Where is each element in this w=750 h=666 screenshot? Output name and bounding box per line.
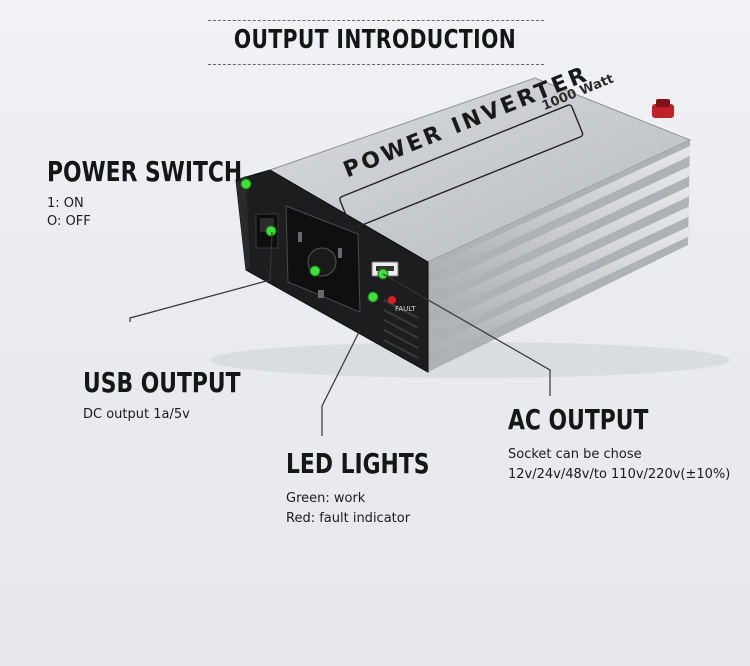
header-divider-bottom — [208, 64, 544, 65]
ac-socket — [285, 205, 361, 313]
usb-output-line-1: DC output 1a/5v — [83, 407, 190, 422]
fault-led — [388, 296, 396, 304]
usb-output-title: USB OUTPUT — [83, 366, 241, 399]
header-divider-top — [208, 20, 544, 21]
ac-output-line-1: Socket can be chose — [508, 447, 642, 462]
led-lights-title: LED LIGHTS — [286, 447, 430, 480]
power-switch-title: POWER SWITCH — [47, 155, 243, 188]
led-lights-line-1: Green: work — [286, 491, 366, 506]
dc-terminal — [652, 99, 674, 118]
power-switch-line-2: O: OFF — [47, 214, 91, 229]
heat-sink-fins — [428, 146, 690, 360]
fault-label: FAULT — [395, 305, 416, 313]
power-switch-line-1: 1: ON — [47, 196, 84, 211]
ac-output-line-2: 12v/24v/48v/to 110v/220v(±10%) — [508, 467, 731, 482]
ac-output-title: AC OUTPUT — [508, 403, 649, 436]
page-title: OUTPUT INTRODUCTION — [233, 25, 517, 55]
led-lights-line-2: Red: fault indicator — [286, 511, 411, 526]
